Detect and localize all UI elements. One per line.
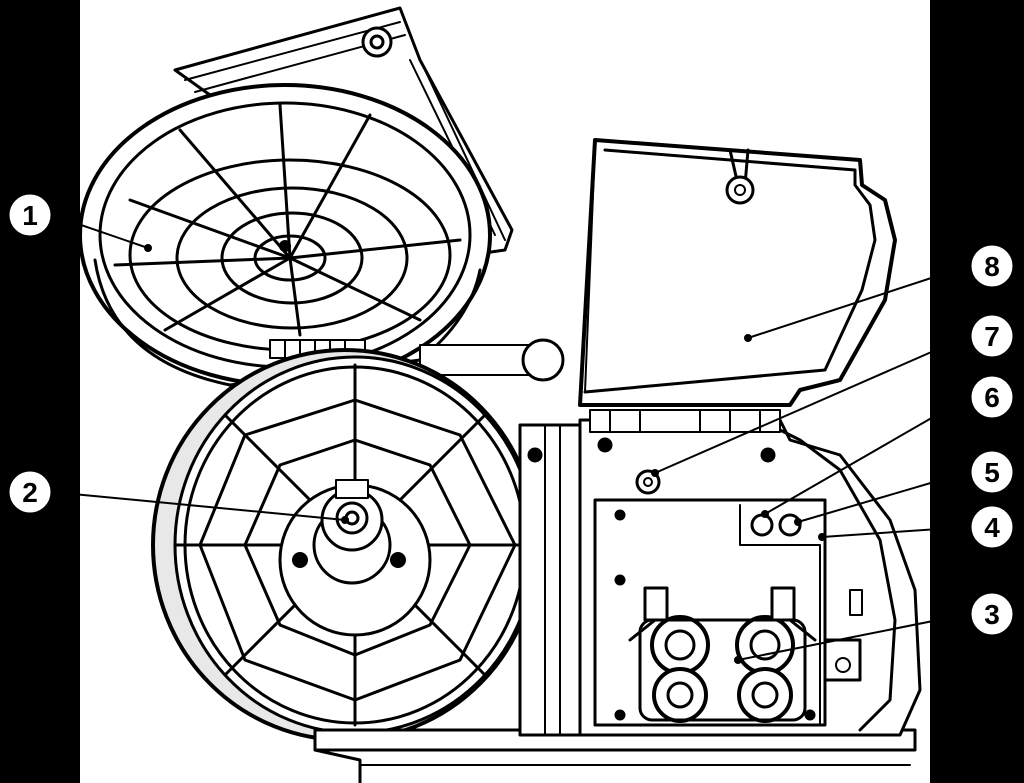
- leader-8-dot: [744, 334, 752, 342]
- leader-3: [737, 613, 969, 661]
- leader-1: [51, 214, 149, 249]
- leader-4: [821, 526, 969, 538]
- feeder-door: [578, 138, 897, 407]
- leader-2-dot: [341, 516, 349, 524]
- callout-5: 5: [968, 448, 1016, 496]
- wire-spool: [151, 348, 539, 742]
- callout-6-label: 6: [984, 382, 1000, 413]
- leader-2: [51, 491, 346, 521]
- callout-7: 7: [968, 312, 1016, 360]
- callout-1: 1: [6, 191, 54, 239]
- callout-5-label: 5: [984, 457, 1000, 488]
- callout-2-label: 2: [22, 477, 38, 508]
- leader-6: [764, 396, 969, 515]
- leader-3-dot: [734, 656, 742, 664]
- callout-8: 8: [968, 242, 1016, 290]
- spool-cover-lid: [78, 6, 514, 387]
- spool-spindle-bar: [419, 338, 565, 382]
- callout-2: 2: [6, 468, 54, 516]
- leader-7-dot: [651, 469, 659, 477]
- callout-3: 3: [968, 590, 1016, 638]
- leader-7: [654, 335, 969, 474]
- callout-3-label: 3: [984, 599, 1000, 630]
- leader-8: [747, 265, 969, 339]
- callout-leaders: [51, 214, 969, 664]
- callout-1-label: 1: [22, 200, 38, 231]
- leader-4-dot: [818, 533, 826, 541]
- feeder-cabinet: [313, 409, 922, 783]
- leader-6-dot: [761, 510, 769, 518]
- leader-5: [797, 471, 969, 523]
- callout-4: 4: [968, 503, 1016, 551]
- callout-8-label: 8: [984, 251, 1000, 282]
- leader-1-dot: [144, 244, 152, 252]
- callout-6: 6: [968, 373, 1016, 421]
- leader-5-dot: [794, 518, 802, 526]
- callout-7-label: 7: [984, 321, 1000, 352]
- callout-4-label: 4: [984, 512, 1000, 543]
